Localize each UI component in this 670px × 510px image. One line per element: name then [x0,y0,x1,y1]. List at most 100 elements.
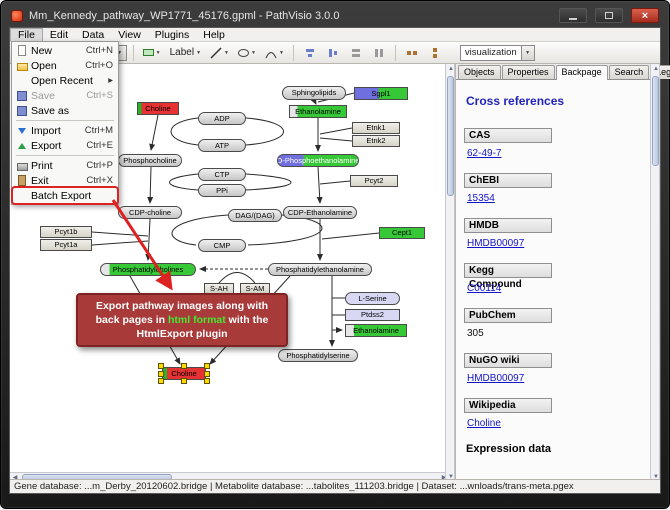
menu-view[interactable]: View [118,28,141,41]
menu-shortcut: Ctrl+S [86,90,113,101]
datanode-template-button[interactable]: ▼ [140,44,164,62]
tab-properties[interactable]: Properties [501,65,555,79]
align-horizontal-center-button[interactable] [300,44,320,62]
stack-horizontal-icon [406,50,417,55]
pathway-node-o-phosphoethanolamine[interactable]: O-Phosphoethanolamine [277,154,359,167]
pathway-node-ethanolamine[interactable]: Ethanolamine [345,324,407,337]
visualization-combo[interactable]: visualization ▼ [459,44,535,61]
pathway-node-etnk1[interactable]: Etnk1 [352,122,400,134]
tab-backpage[interactable]: Backpage [555,65,608,80]
pathway-node-pcyt1b[interactable]: Pcyt1b [40,226,92,238]
menu-file[interactable]: File [10,28,43,41]
menu-item-batch-export[interactable]: Batch Export [11,186,119,205]
connector-tool-button[interactable]: ▼ [262,44,287,62]
pathway-node-phosphatidylcholines[interactable]: Phosphatidylcholines [100,263,196,276]
panel-scroll-thumb[interactable] [652,76,659,166]
pathway-node-atp[interactable]: ATP [198,139,246,152]
stack-vertical-button[interactable] [425,44,445,62]
scroll-up-icon[interactable]: ▲ [448,66,454,72]
close-button[interactable]: × [631,8,659,23]
section-value[interactable]: 15354 [467,193,495,204]
scroll-down-icon[interactable]: ▼ [653,474,659,480]
pathway-node-phosphatidylserine[interactable]: Phosphatidylserine [278,349,358,362]
pathway-node-phosphatidylethanolamine[interactable]: Phosphatidylethanolamine [268,263,372,276]
tab-search[interactable]: Search [608,65,650,79]
pathway-node-ethanolamine[interactable]: Ethanolamine [289,105,347,118]
menu-help[interactable]: Help [203,28,225,41]
pathway-node-sphingolipids[interactable]: Sphingolipids [282,86,346,100]
shape-tool-button[interactable]: ▼ [235,44,259,62]
menu-data[interactable]: Data [82,28,105,41]
canvas-vertical-scrollbar[interactable]: ▲ ▼ [445,64,455,482]
pathway-node-adp[interactable]: ADP [198,112,246,125]
pathway-node-ctp[interactable]: CTP [198,168,246,181]
selection-handle[interactable] [204,363,210,369]
section-value[interactable]: HMDB00097 [467,238,525,249]
selection-handle[interactable] [204,370,210,377]
pathway-node-cdp-choline[interactable]: CDP-choline [118,206,182,219]
common-width-button[interactable] [346,44,366,62]
toolbar-separator [292,44,294,61]
pathway-node-cept1[interactable]: Cept1 [379,227,425,239]
titlebar: Mm_Kennedy_pathway_WP1771_45176.gpml - P… [11,6,659,25]
pathway-node-ppi[interactable]: PPi [198,184,246,197]
menu-plugins[interactable]: Plugins [154,28,190,41]
pathway-node-phosphocholine[interactable]: Phosphocholine [118,154,182,167]
pathway-node-dag-dag-[interactable]: DAG/(DAG) [228,209,282,222]
pathway-node-l-serine[interactable]: L-Serine [345,292,400,305]
section-value[interactable]: C00114 [467,283,502,294]
pathway-node-pcyt1a[interactable]: Pcyt1a [40,239,92,251]
menu-item-label: Import [31,124,61,137]
selection-handle[interactable] [158,378,164,384]
pathway-node-ptdss2[interactable]: Ptdss2 [345,309,400,321]
pathway-node-cmp[interactable]: CMP [198,239,246,252]
pathway-node-etnk2[interactable]: Etnk2 [352,135,400,147]
side-panel: ObjectsPropertiesBackpageSearchLegend Cr… [455,64,670,482]
scroll-down-icon[interactable]: ▼ [448,474,454,480]
vscroll-thumb[interactable] [447,76,454,196]
section-value[interactable]: Choline [467,418,501,429]
selection-handle[interactable] [158,370,164,377]
selection-handle[interactable] [158,363,164,369]
section-value[interactable]: 62-49-7 [467,148,502,159]
maximize-button[interactable] [595,8,623,23]
maximize-icon [605,12,613,19]
scroll-up-icon[interactable]: ▲ [653,66,659,72]
selection-handle[interactable] [181,378,187,384]
align-vertical-icon [328,48,337,57]
pathway-node-sgpl1[interactable]: Sgpl1 [354,87,408,100]
common-height-button[interactable] [369,44,389,62]
line-tool-button[interactable]: ▼ [207,44,232,62]
menubar: File Edit Data View Plugins Help [10,28,660,42]
tab-objects[interactable]: Objects [458,65,501,79]
new-file-icon [18,45,26,56]
menu-item-open-recent[interactable]: Open Recent▸ [13,73,117,88]
pathway-node-pcyt2[interactable]: Pcyt2 [350,175,398,187]
selection-handle[interactable] [204,378,210,384]
label-template-button[interactable]: Label▼ [167,44,204,62]
menu-item-save-as[interactable]: Save as [13,103,117,118]
panel-scrollbar[interactable]: ▲ ▼ [650,64,660,482]
section-header: Kegg Compound [464,263,552,290]
scroll-right-icon[interactable]: ▶ [441,474,447,481]
pathway-node-cdp-ethanolamine[interactable]: CDP-Ethanolamine [283,206,357,219]
section-value[interactable]: HMDB00097 [467,373,525,384]
selection-handle[interactable] [181,363,187,369]
align-vertical-center-button[interactable] [323,44,343,62]
menu-edit[interactable]: Edit [49,28,69,41]
pathway-node-choline[interactable]: Choline [137,102,179,115]
visualization-dropdown-button[interactable]: ▼ [520,45,534,60]
stack-horizontal-button[interactable] [402,44,422,62]
minimize-button[interactable] [559,8,587,23]
scroll-left-icon[interactable]: ◀ [12,474,18,481]
